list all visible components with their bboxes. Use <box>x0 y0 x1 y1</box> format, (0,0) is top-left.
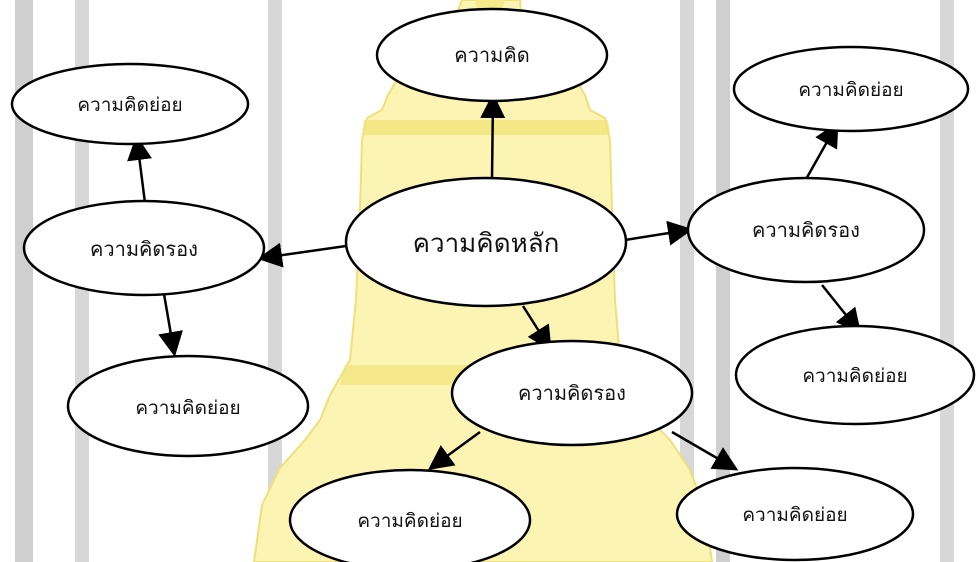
node-ellipse <box>344 176 628 308</box>
arrow-bottom-sub-to-bottom-right-detail <box>671 430 739 471</box>
node-right-top-detail: ความคิดย่อย <box>732 45 970 133</box>
node-top: ความคิด <box>375 7 609 103</box>
node-left-bottom-detail-label: ความคิดย่อย <box>135 397 240 419</box>
node-ellipse <box>288 468 532 562</box>
arrow-main-to-top <box>480 93 506 181</box>
arrow-right-sub-to-right-top-detail <box>803 121 839 182</box>
arrow-left-sub-to-left-bottom-detail <box>158 293 183 357</box>
node-ellipse <box>22 199 266 297</box>
node-ellipse <box>675 466 915 562</box>
node-left-bottom-detail: ความคิดย่อย <box>66 354 310 458</box>
node-right-top-detail-label: ความคิดย่อย <box>798 79 903 101</box>
node-left-top-detail: ความคิดย่อย <box>10 62 250 146</box>
arrow-main-to-bottom-sub <box>521 305 552 352</box>
node-bottom-right-detail: ความคิดย่อย <box>675 466 915 562</box>
node-right-sub-label: ความคิดรอง <box>752 218 860 242</box>
node-left-top-detail-label: ความคิดย่อย <box>77 94 182 116</box>
node-left-sub-label: ความคิดรอง <box>90 237 198 261</box>
node-ellipse <box>375 7 609 103</box>
node-ellipse <box>686 176 926 284</box>
watermark-pillar <box>716 0 730 562</box>
node-bottom-sub-label: ความคิดรอง <box>518 381 626 405</box>
arrow-right-sub-to-right-bottom-detail <box>821 284 862 334</box>
node-left-sub: ความคิดรอง <box>22 199 266 297</box>
arrow-bottom-sub-to-bottom-left-detail <box>427 430 481 470</box>
node-bottom-sub: ความคิดรอง <box>450 339 694 447</box>
node-ellipse <box>10 62 250 146</box>
node-main-label: ความคิดหลัก <box>413 229 560 259</box>
node-bottom-left-detail-label: ความคิดย่อย <box>357 510 462 532</box>
node-main: ความคิดหลัก <box>344 176 628 308</box>
arrow-left-sub-to-left-top-detail <box>127 135 152 204</box>
node-right-bottom-detail: ความคิดย่อย <box>734 324 976 426</box>
watermark-pillar <box>15 0 33 562</box>
node-ellipse <box>450 339 694 447</box>
node-bottom-left-detail: ความคิดย่อย <box>288 468 532 562</box>
watermark-pillar <box>940 0 954 562</box>
node-ellipse <box>732 45 970 133</box>
arrow-main-to-left-sub <box>257 242 347 268</box>
node-ellipse <box>734 324 976 426</box>
node-top-label: ความคิด <box>454 43 529 67</box>
arrow-main-to-right-sub <box>624 220 693 246</box>
node-ellipse <box>66 354 310 458</box>
watermark-stupa-band <box>362 120 610 135</box>
node-bottom-right-detail-label: ความคิดย่อย <box>742 504 847 526</box>
watermark-pillar <box>680 0 694 562</box>
node-right-sub: ความคิดรอง <box>686 176 926 284</box>
connectors <box>127 93 862 471</box>
node-right-bottom-detail-label: ความคิดย่อย <box>802 365 907 387</box>
